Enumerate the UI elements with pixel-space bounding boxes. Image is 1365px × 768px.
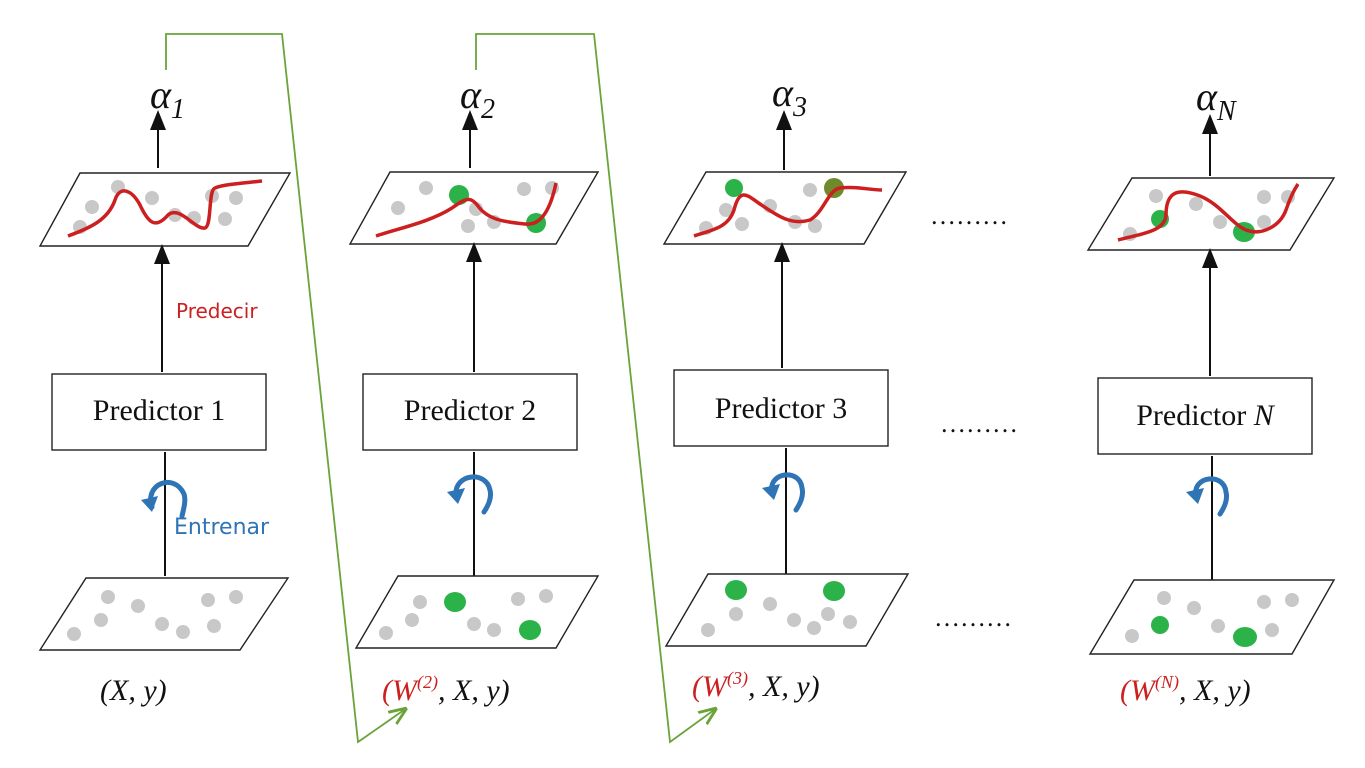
stage-2: α2 Predictor 2 xyxy=(348,72,600,707)
input-label: (W(3), X, y) xyxy=(692,668,820,703)
ellipsis-bottom: ……… xyxy=(934,603,1012,632)
stage-3: α3 Predictor 3 xyxy=(662,70,910,703)
weight-link-2-3 xyxy=(475,33,714,744)
input-label: (W(N), X, y) xyxy=(1120,672,1251,707)
data-plane xyxy=(38,577,290,651)
curved-arrow-icon xyxy=(141,479,188,519)
predict-label: Predecir xyxy=(176,299,258,323)
prediction-plane xyxy=(1086,177,1336,251)
ellipsis-top: ……… xyxy=(930,201,1008,230)
data-plane xyxy=(1088,579,1336,655)
stage-n: αN Predictor N xyxy=(1086,74,1336,707)
alpha-label: α1 xyxy=(150,72,185,125)
input-label: (X, y) xyxy=(100,674,167,707)
ellipsis-middle: ……… xyxy=(940,409,1018,438)
alpha-label: α3 xyxy=(772,70,807,123)
predictor-box xyxy=(362,373,578,451)
alpha-label: α2 xyxy=(460,72,495,125)
data-plane xyxy=(664,573,910,647)
alpha-label: αN xyxy=(1196,74,1237,127)
curved-arrow-icon xyxy=(1186,476,1229,517)
predictor-label: Predictor N xyxy=(1136,399,1275,432)
predictor-box xyxy=(1097,377,1313,455)
predictor-box xyxy=(673,369,889,447)
prediction-plane xyxy=(348,171,600,245)
curved-arrow-icon xyxy=(762,472,805,513)
prediction-plane xyxy=(662,171,908,245)
predictor-label: Predictor 3 xyxy=(715,392,847,425)
predictor-label: Predictor 2 xyxy=(404,394,536,427)
input-label: (W(2), X, y) xyxy=(382,672,510,707)
data-plane xyxy=(354,575,600,649)
weight-link-1-2 xyxy=(165,33,404,744)
predictor-label: Predictor 1 xyxy=(93,394,225,427)
stage-1: α1 Predecir Predictor 1 xyxy=(38,72,292,707)
curved-arrow-icon xyxy=(447,474,493,515)
prediction-plane xyxy=(38,172,292,247)
train-label: Entrenar xyxy=(174,515,270,540)
predictor-box xyxy=(51,373,267,451)
